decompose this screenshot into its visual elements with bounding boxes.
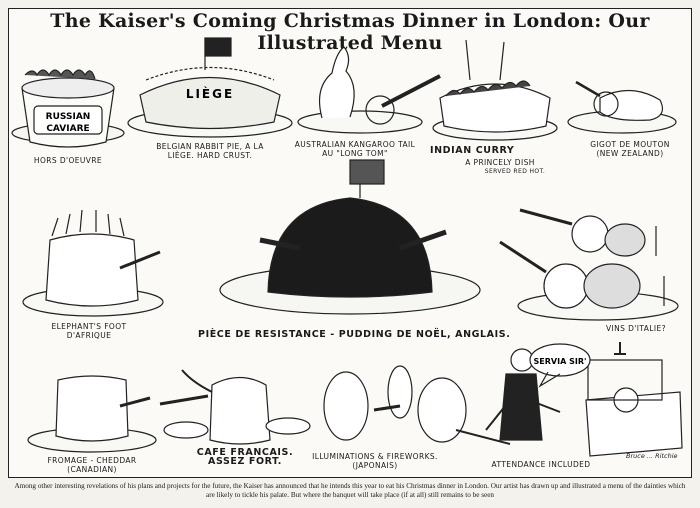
label-hors-doeuvre: HORS D'OEUVRE bbox=[33, 156, 103, 165]
pie-dish-icon bbox=[127, 37, 293, 138]
wine-cask-icon bbox=[499, 208, 679, 321]
curry-dish-icon bbox=[432, 39, 558, 141]
label-kangaroo-tail: AUSTRALIAN KANGAROO TAIL AU "LONG TOM" bbox=[294, 140, 416, 158]
speech-bubble-icon bbox=[529, 343, 591, 388]
mutton-gigot-icon bbox=[567, 80, 677, 134]
label-fromage-cheddar: FROMAGE - CHEDDAR (CANADIAN) bbox=[47, 456, 137, 474]
label-elephants-foot: ELEPHANT'S FOOT D'AFRIQUE bbox=[51, 322, 127, 340]
label-gigot-de-mouton: GIGOT DE MOUTON (NEW ZEALAND) bbox=[590, 140, 670, 158]
tin-label-russian: RUSSIAN bbox=[46, 112, 91, 122]
label-vins-ditalie: VINS D'ITALIE? bbox=[606, 324, 666, 333]
christmas-pudding-icon bbox=[219, 159, 481, 315]
label-cafe-francais: CAFE FRANCAIS. ASSEZ FORT. bbox=[196, 447, 294, 467]
kaiser-in-bed-icon bbox=[585, 342, 683, 457]
page-title: The Kaiser's Coming Christmas Dinner in … bbox=[50, 10, 650, 54]
waiter-figure-icon bbox=[455, 348, 561, 445]
label-curry-princely: A PRINCELY DISH bbox=[465, 158, 535, 167]
artist-signature: Bruce ... Ritchie bbox=[626, 452, 678, 460]
speech-bubble-text: SERVIA SIR' bbox=[534, 357, 587, 366]
label-attendance: ATTENDANCE INCLUDED bbox=[491, 460, 591, 469]
tin-label-caviare: CAVIARE bbox=[46, 124, 89, 134]
caption: Among other interesting revelations of h… bbox=[14, 482, 686, 499]
label-illuminations: ILLUMINATIONS & FIREWORKS. (JAPONAIS) bbox=[312, 452, 438, 470]
lantern-icon bbox=[323, 365, 467, 443]
caviar-tin-icon bbox=[11, 69, 125, 148]
coffee-pot-icon bbox=[159, 369, 311, 445]
cheddar-cheese-icon bbox=[27, 375, 157, 453]
label-indian-curry: INDIAN CURRY bbox=[430, 145, 515, 156]
label-curry-red-hot: SERVED RED HOT. bbox=[484, 168, 546, 175]
kangaroo-icon bbox=[297, 46, 441, 134]
pie-crust-lettering: LIÈGE bbox=[186, 86, 234, 101]
label-belgian-rabbit-pie: BELGIAN RABBIT PIE, A LA LIÈGE. HARD CRU… bbox=[156, 142, 264, 160]
label-piece-de-resistance: PIÈCE DE RESISTANCE - PUDDING DE NOËL, A… bbox=[198, 329, 511, 340]
elephant-foot-icon bbox=[22, 209, 164, 317]
